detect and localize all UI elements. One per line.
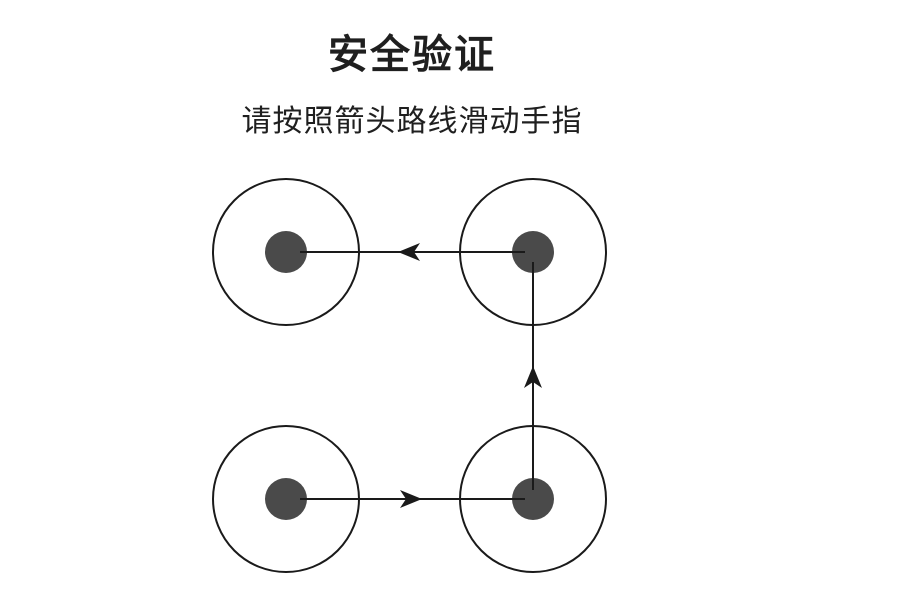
arrow-right-icon [400,490,422,508]
pattern-path [300,251,534,500]
path-arrows [398,243,542,508]
node-dot [265,478,307,520]
arrow-up-icon [524,366,542,388]
node-dot [265,231,307,273]
arrow-left-icon [398,243,420,261]
instruction-text: 请按照箭头路线滑动手指 [241,104,583,139]
page-title: 安全验证 [328,32,496,78]
node-dot [512,478,554,520]
node-dot [512,231,554,273]
